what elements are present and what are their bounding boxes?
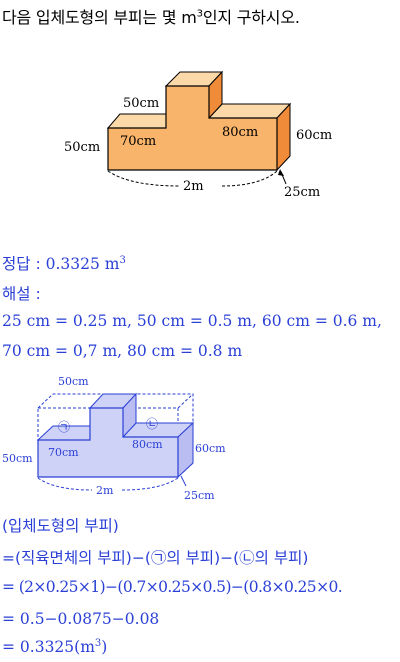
label-50cm-left: 50cm: [64, 140, 100, 155]
label-50cm-top: 50cm: [123, 96, 159, 111]
solution-front-face: [37, 407, 179, 478]
answer-line: 정답 : 0.3325 m3: [2, 254, 126, 273]
top-face-left: [106, 113, 171, 129]
label2-70cm: 70cm: [48, 446, 79, 459]
label-80cm: 80cm: [222, 125, 258, 140]
solution-line-2: =(직육면체의 부피)−(㉠의 부피)−(㉡의 부피): [2, 549, 309, 567]
label2-80cm: 80cm: [132, 438, 163, 451]
solution-line-5: = 0.3325(m3): [2, 638, 108, 657]
label2-2m: 2m: [96, 484, 114, 497]
label-70cm: 70cm: [120, 134, 156, 149]
label2-25cm: 25cm: [184, 489, 215, 502]
marker-a: ㉠: [58, 420, 70, 434]
solution-figure: ㉠ ㉡ 50cm 50cm 70cm 80cm 60cm 2m 25cm: [2, 375, 226, 502]
label-60cm: 60cm: [296, 128, 332, 143]
label2-50cm-top: 50cm: [58, 375, 89, 388]
depth-arrow-head: [278, 169, 284, 176]
solution-line-4: = 0.5−0.0875−0.08: [2, 610, 160, 628]
front-face: [107, 85, 278, 171]
top-face-right: [207, 103, 292, 119]
label-2m: 2m: [183, 179, 204, 194]
label2-60cm: 60cm: [195, 442, 226, 455]
solution-line-1: (입체도형의 부피): [2, 517, 119, 535]
explanation-label: 해설 :: [2, 285, 41, 303]
length-brace: [107, 170, 278, 187]
marker-b: ㉡: [146, 417, 158, 431]
conversion-line-2: 70 cm = 0,7 m, 80 cm = 0.8 m: [2, 342, 243, 360]
solution-line-3: = (2×0.25×1)−(0.7×0.25×0.5)−(0.8×0.25×0.: [2, 578, 343, 596]
label-25cm: 25cm: [284, 185, 320, 200]
solid-figure: 50cm 50cm 70cm 80cm 60cm 2m 25cm: [64, 70, 332, 200]
question-text: 다음 입체도형의 부피는 몇 m3인지 구하시오.: [2, 8, 300, 27]
conversion-line-1: 25 cm = 0.25 m, 50 cm = 0.5 m, 60 cm = 0…: [2, 312, 382, 330]
label2-50cm-left: 50cm: [2, 452, 33, 465]
